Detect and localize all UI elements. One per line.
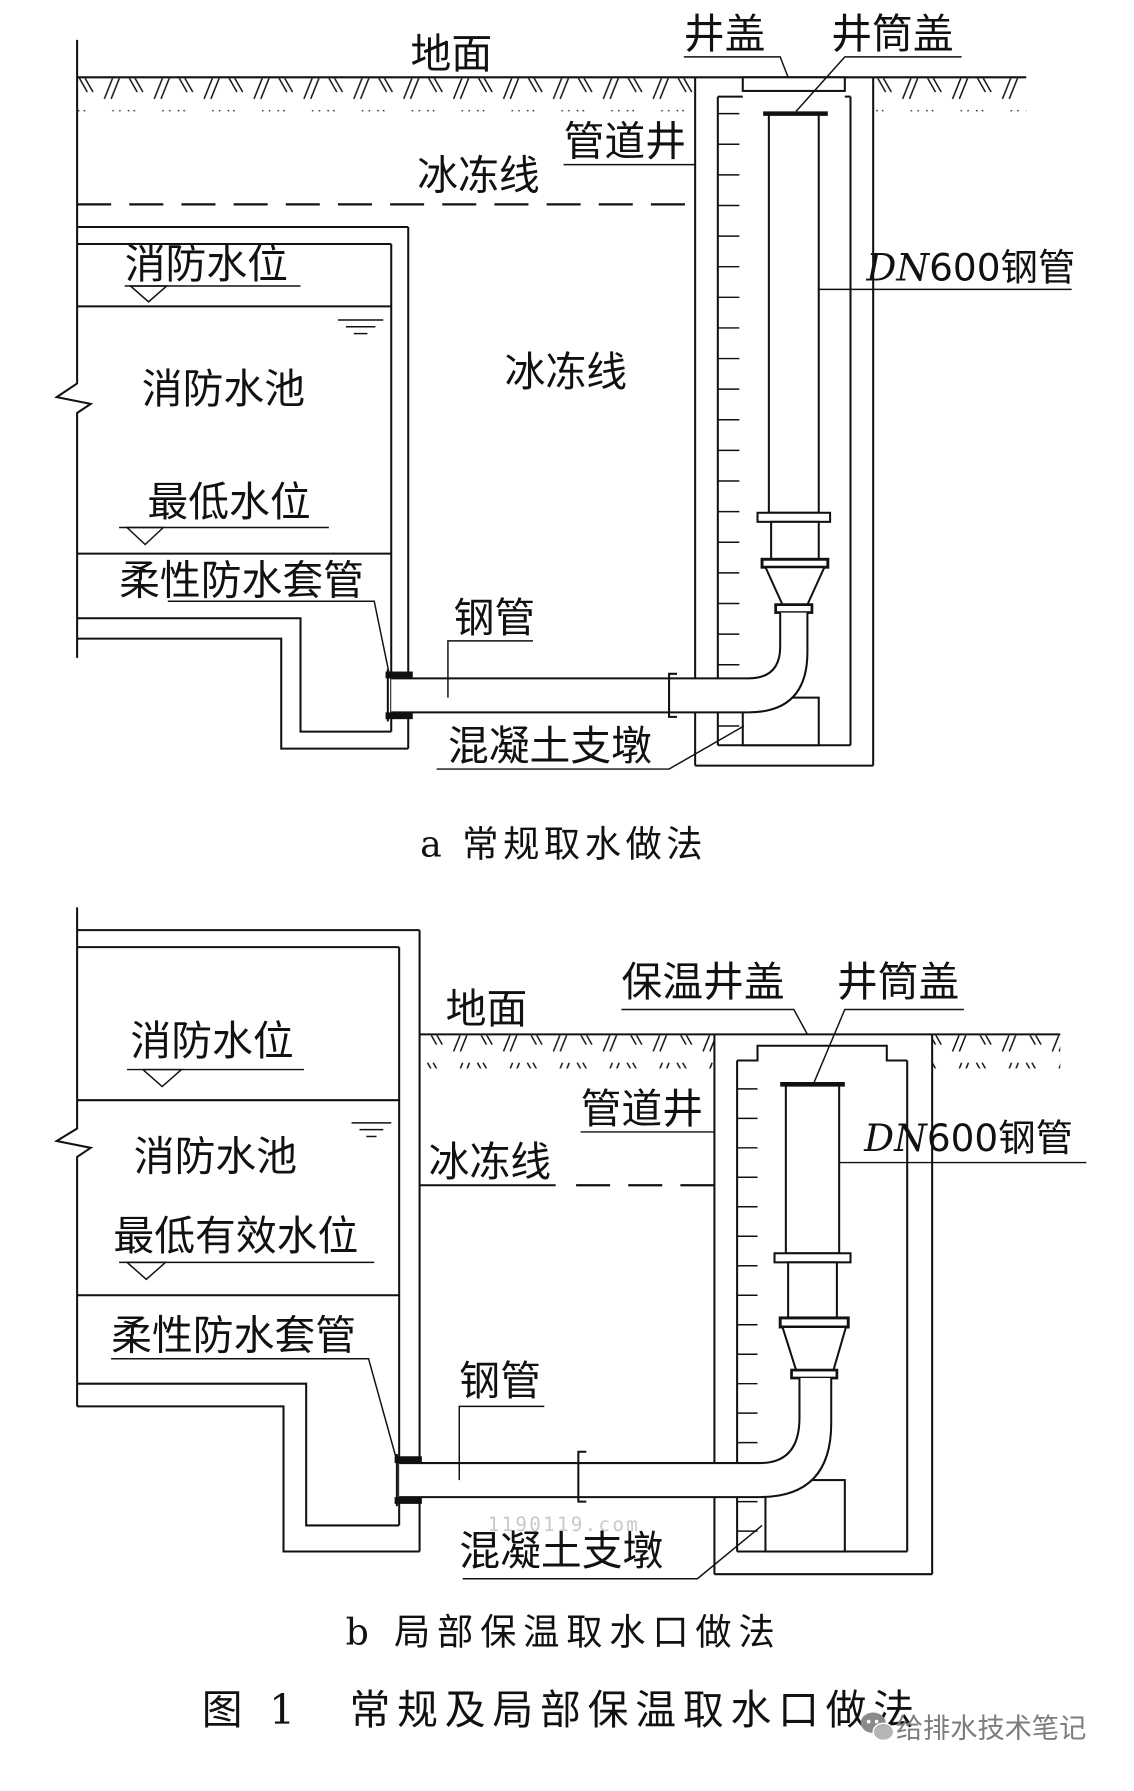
horizontal-steel-pipe-a bbox=[391, 612, 809, 718]
pipe-well-label-a: 管道井 bbox=[564, 118, 686, 166]
water-surface-symbol-a bbox=[337, 319, 384, 335]
dn600-steel-pipe-b bbox=[773, 1082, 852, 1380]
panel-a: 地面 井盖 井筒盖 管道井 冰冻线 消防水位 DN600钢管 消防水池 冰冻线 … bbox=[54, 10, 1075, 865]
ground-label-b: 地面 bbox=[446, 985, 528, 1033]
concrete-pier-label-a: 混凝土支墩 bbox=[448, 722, 652, 770]
water-surface-symbol-b bbox=[351, 1122, 392, 1138]
panel-a-caption: a 常规取水做法 bbox=[420, 822, 707, 865]
flexible-waterproof-sleeve-a bbox=[385, 669, 413, 722]
fire-pool-label-b: 消防水池 bbox=[134, 1132, 297, 1180]
fire-pool-structure-a bbox=[54, 39, 410, 750]
wechat-icon bbox=[860, 1712, 895, 1742]
lowest-effective-water-level-label-b: 最低有效水位 bbox=[113, 1212, 358, 1260]
dn600-steel-pipe-a bbox=[756, 111, 832, 614]
pipe-well-label-b: 管道井 bbox=[581, 1085, 703, 1133]
figure-caption: 图 1 常规及局部保温取水口做法 bbox=[202, 1686, 921, 1734]
panel-b-caption: b 局部保温取水口做法 bbox=[346, 1611, 782, 1654]
frost-line-label-a: 冰冻线 bbox=[417, 152, 539, 200]
ground-surface-a bbox=[77, 76, 1027, 112]
pipe-joint-mark-b bbox=[577, 1450, 587, 1503]
frost-zone-label-a: 冰冻线 bbox=[505, 348, 627, 396]
fire-water-level-label-b: 消防水位 bbox=[130, 1017, 293, 1065]
fire-pool-structure-b bbox=[53, 907, 421, 1553]
leader-lines-a bbox=[119, 56, 1072, 770]
fire-pool-label-a: 消防水池 bbox=[142, 365, 305, 413]
horizontal-steel-pipe-b bbox=[399, 1378, 833, 1503]
pipe-size-material-a: 600钢管 bbox=[929, 245, 1075, 289]
steel-pipe-label-a: 钢管 bbox=[454, 594, 536, 642]
site-watermark: 1190119.com bbox=[488, 1513, 641, 1536]
pipe-joint-mark-a bbox=[668, 672, 677, 718]
flexible-sleeve-label-b: 柔性防水套管 bbox=[111, 1312, 356, 1360]
concrete-pier-label-b: 混凝土支墩 bbox=[459, 1527, 663, 1575]
dn600-steel-pipe-label-b: DN600钢管 bbox=[863, 1116, 1073, 1160]
steel-pipe-label-b: 钢管 bbox=[459, 1357, 541, 1405]
ground-label-a: 地面 bbox=[411, 30, 493, 78]
dn600-steel-pipe-label-a: DN600钢管 bbox=[865, 245, 1075, 289]
shaft-cover-label-a: 井筒盖 bbox=[831, 10, 953, 58]
insulated-well-cover-b bbox=[737, 1044, 908, 1062]
ground-surface-b bbox=[419, 1033, 1061, 1069]
pipe-size-material-b: 600钢管 bbox=[927, 1116, 1073, 1160]
wechat-account-name: 给排水技术笔记 bbox=[896, 1713, 1086, 1744]
wechat-watermark: 给排水技术笔记 bbox=[860, 1712, 1086, 1744]
pipe-dn-prefix-b: DN bbox=[863, 1116, 928, 1160]
fire-water-level-label-a: 消防水位 bbox=[125, 240, 288, 288]
frost-line-label-b: 冰冻线 bbox=[429, 1138, 551, 1186]
well-cover-label-a: 井盖 bbox=[684, 10, 766, 58]
pipe-dn-prefix-a: DN bbox=[865, 245, 930, 289]
shaft-cover-label-b: 井筒盖 bbox=[837, 958, 959, 1006]
flexible-sleeve-label-a: 柔性防水套管 bbox=[119, 556, 364, 604]
lowest-water-level-label-a: 最低水位 bbox=[147, 478, 310, 526]
ladder-a bbox=[717, 112, 740, 727]
flexible-waterproof-sleeve-b bbox=[394, 1453, 422, 1507]
insulated-well-cover-label-b: 保温井盖 bbox=[621, 958, 784, 1006]
well-cover-a bbox=[741, 76, 846, 92]
pipe-well-a bbox=[694, 76, 875, 767]
leader-lines-b bbox=[111, 1008, 1087, 1580]
panel-b: 保温井盖 井筒盖 地面 消防水位 管道井 DN600钢管 消防水池 冰冻线 最低… bbox=[53, 907, 1087, 1654]
